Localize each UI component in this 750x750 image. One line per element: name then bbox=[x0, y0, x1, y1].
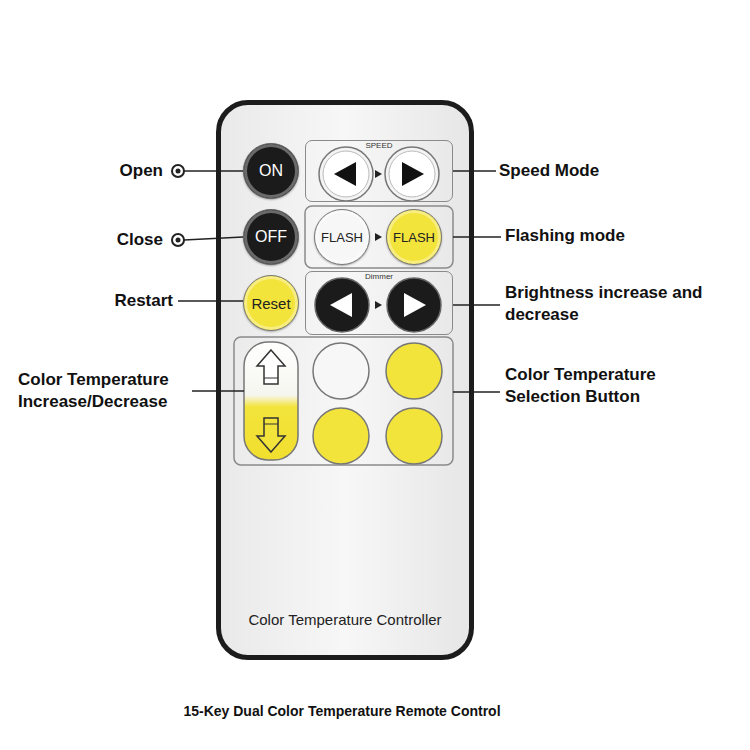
button-group: SPEED bbox=[305, 140, 453, 202]
arrow-mark bbox=[375, 233, 382, 241]
dimmer-buttons bbox=[315, 278, 441, 332]
button-label: ON bbox=[259, 162, 283, 180]
remote-button: Reset bbox=[243, 275, 299, 331]
group-label: SPEED bbox=[306, 141, 452, 150]
callout-label: Speed Mode bbox=[499, 160, 739, 182]
leader-lines bbox=[172, 165, 501, 392]
button-group: Dimmer bbox=[305, 271, 453, 335]
button-label: FLASH bbox=[321, 230, 363, 245]
button-label: OFF bbox=[255, 228, 287, 246]
remote-button: FLASH bbox=[314, 209, 370, 265]
callout-label: Color Temperature Increase/Decrease bbox=[18, 369, 198, 413]
remote-body-fill bbox=[218, 102, 472, 658]
button-label: FLASH bbox=[393, 230, 435, 245]
remote-body: Color Temperature Controller SPEED ON OFF FL… bbox=[216, 100, 474, 660]
callout-label: Color Temperature Selection Button bbox=[505, 364, 705, 408]
callout-label: Flashing mode bbox=[505, 225, 740, 247]
speed-buttons bbox=[319, 147, 439, 201]
callout-label: Close bbox=[4, 229, 163, 251]
callout-label: Open bbox=[4, 160, 163, 182]
color-temp-buttons bbox=[313, 343, 442, 464]
callout-label: Brightness increase and decrease bbox=[505, 282, 735, 326]
remote-button: ON bbox=[243, 143, 299, 199]
remote-button: OFF bbox=[243, 209, 299, 265]
button-label: Reset bbox=[251, 295, 290, 312]
caption: 15-Key Dual Color Temperature Remote Con… bbox=[92, 700, 592, 722]
button-group bbox=[305, 206, 453, 268]
callout-label: Restart bbox=[4, 290, 173, 312]
group-label: Dimmer bbox=[306, 272, 452, 281]
button-group bbox=[234, 337, 453, 465]
remote-button: FLASH bbox=[386, 209, 442, 265]
color-temp-updown-button bbox=[244, 342, 298, 460]
brand-text: Color Temperature Controller bbox=[221, 611, 469, 628]
